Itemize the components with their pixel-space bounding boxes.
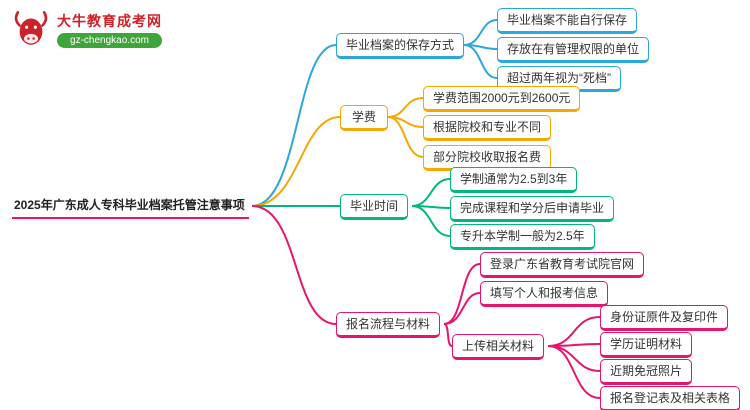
edge-pink-3-3	[547, 345, 601, 372]
bull-icon	[14, 11, 48, 45]
leaf-material-1: 身份证原件及复印件	[600, 305, 729, 331]
leaf-archive-3: 超过两年视为“死档”	[497, 66, 621, 92]
edge-pink-3-4	[547, 345, 601, 399]
leaf-gradtime-3: 专升本学制一般为2.5年	[450, 224, 595, 250]
leaf-tuition-2: 根据院校和专业不同	[423, 115, 552, 141]
leaf-gradtime-1: 学制通常为2.5到3年	[450, 167, 578, 193]
leaf-material-4: 报名登记表及相关表格	[600, 386, 741, 410]
edge-green-3	[411, 205, 451, 237]
leaf-registration-1: 登录广东省教育考试院官网	[480, 252, 645, 278]
branch-graduation-time: 毕业时间	[340, 194, 409, 220]
branch-upload-materials: 上传相关材料	[452, 334, 545, 360]
branch-registration: 报名流程与材料	[336, 312, 441, 338]
leaf-archive-2: 存放在有管理权限的单位	[497, 37, 650, 63]
logo-url: gz-chengkao.com	[57, 32, 162, 48]
edge-blue-3	[463, 44, 498, 79]
edge-pink-3-1	[547, 316, 601, 347]
site-logo: 大牛教育成考网 gz-chengkao.com	[10, 8, 162, 50]
mindmap-root-topic: 2025年广东成人专科毕业档案托管注意事项	[12, 194, 249, 219]
edge-blue-1	[463, 19, 498, 46]
edge-pink-root	[251, 205, 337, 325]
leaf-tuition-1: 学费范围2000元到2600元	[423, 86, 581, 112]
leaf-material-3: 近期免冠照片	[600, 359, 693, 385]
branch-archive-storage: 毕业档案的保存方式	[336, 33, 465, 59]
leaf-archive-1: 毕业档案不能自行保存	[497, 8, 638, 34]
edge-pink-2	[443, 292, 481, 325]
edge-yellow-3	[387, 116, 424, 158]
edge-yellow-root	[251, 116, 341, 207]
leaf-gradtime-2: 完成课程和学分后申请毕业	[450, 196, 615, 222]
edge-yellow-1	[387, 97, 424, 118]
leaf-material-2: 学历证明材料	[600, 332, 693, 358]
edge-green-1	[411, 178, 451, 207]
logo-title: 大牛教育成考网	[57, 12, 162, 29]
edge-blue-root	[251, 44, 337, 207]
edge-pink-3	[443, 323, 453, 347]
leaf-registration-2: 填写个人和报考信息	[480, 281, 609, 307]
branch-tuition: 学费	[340, 105, 388, 131]
edge-pink-1	[443, 263, 481, 325]
leaf-tuition-3: 部分院校收取报名费	[423, 145, 552, 171]
